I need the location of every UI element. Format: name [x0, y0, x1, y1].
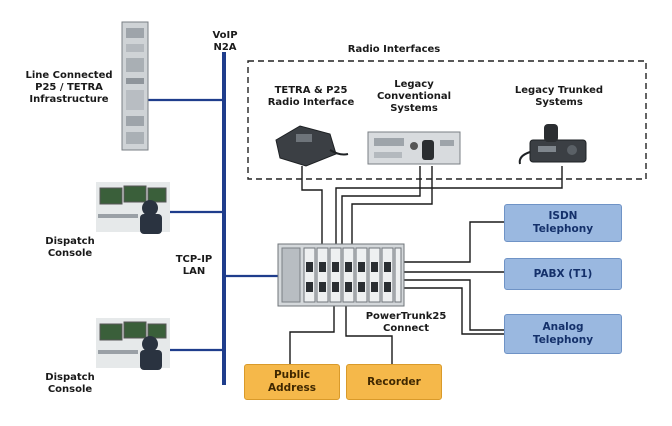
legacy-trunked-label: Legacy Trunked Systems [514, 85, 604, 108]
tetra-p25-label: TETRA & P25 Radio Interface [267, 85, 355, 108]
radio-connector-lines [301, 166, 563, 246]
analog-telephony-box: Analog Telephony [504, 314, 622, 354]
dispatch-console-2-label: Dispatch Console [45, 372, 95, 395]
recorder-box: Recorder [346, 364, 442, 400]
legacy-conventional-label: Legacy Conventional Systems [376, 79, 452, 114]
audio-connector-lines [289, 306, 393, 364]
radio-interfaces-title: Radio Interfaces [347, 44, 441, 55]
powertrunk25-connect-label: PowerTrunk25 Connect [365, 311, 447, 334]
tcpip-lan-label: TCP-IP LAN [175, 254, 213, 277]
line-connected-infrastructure-label: Line Connected P25 / TETRA Infrastructur… [25, 70, 113, 105]
legacy-trunked-radio-icon [518, 124, 587, 165]
dispatch-console-1-label: Dispatch Console [45, 236, 95, 259]
public-address-box: Public Address [244, 364, 340, 400]
pabx-t1-box: PABX (T1) [504, 258, 622, 290]
infrastructure-rack-icon [121, 21, 149, 151]
voip-n2a-label: VoIP N2A [212, 30, 238, 53]
telephony-connector-lines [404, 221, 504, 335]
gateway-chassis-icon [277, 243, 405, 307]
legacy-conventional-radio-icon [367, 131, 461, 165]
tetra-p25-radio-icon [275, 125, 349, 167]
radio-interfaces-frame [247, 60, 647, 180]
dispatch-console-2-icon [96, 318, 170, 370]
isdn-telephony-box: ISDN Telephony [504, 204, 622, 242]
dispatch-console-1-icon [96, 182, 170, 234]
